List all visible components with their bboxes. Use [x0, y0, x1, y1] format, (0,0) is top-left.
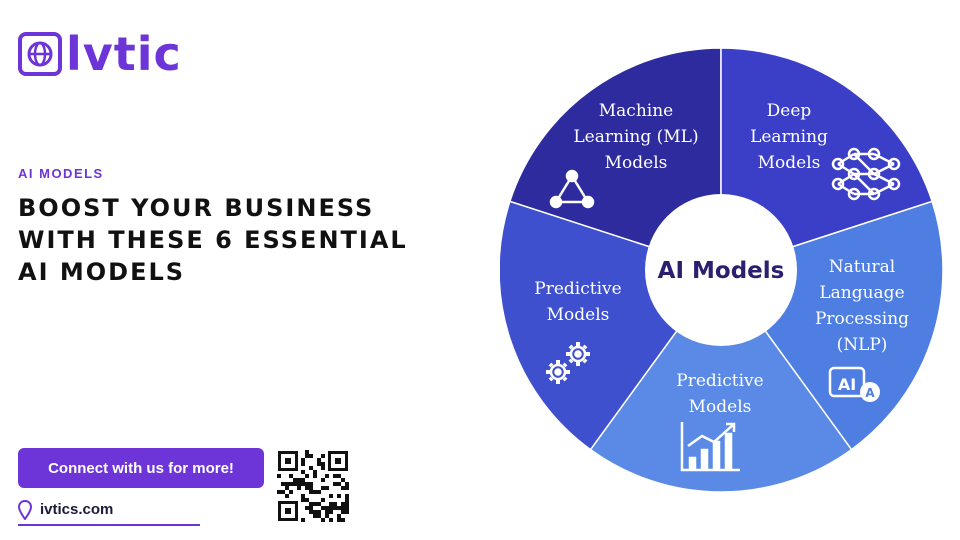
segment-label-line: Natural [829, 257, 896, 277]
logo-text: lvtic [66, 27, 182, 81]
neural-network-icon [831, 147, 901, 201]
qr-code[interactable] [277, 450, 349, 522]
segment-label-line: Processing [815, 309, 909, 329]
segment-label-line: Models [605, 153, 668, 173]
title-line: BOOST YOUR BUSINESS [18, 194, 375, 222]
website-link[interactable]: ivtics.com [40, 501, 114, 518]
segment-label-line: Models [689, 397, 752, 417]
gears-icon [546, 342, 590, 384]
website-link-row: ivtics.com [18, 498, 200, 526]
connect-button[interactable]: Connect with us for more! [18, 448, 264, 488]
center-label: AI Models [658, 258, 785, 284]
svg-text:A: A [865, 386, 875, 400]
segment-label-line: Learning (ML) [573, 127, 698, 147]
eyebrow-label: AI MODELS [18, 166, 104, 181]
page-title: BOOST YOUR BUSINESS WITH THESE 6 ESSENTI… [18, 192, 478, 288]
brand-logo[interactable]: lvtic [18, 31, 182, 77]
segment-label-line: Predictive [534, 279, 621, 299]
segment-label-line: Predictive [676, 371, 763, 391]
title-line: AI MODELS [18, 258, 186, 286]
center-circle [645, 194, 797, 346]
globe-icon [18, 32, 62, 76]
segment-label-line: Learning [750, 127, 828, 147]
segment-label-line: Language [819, 283, 904, 303]
segment-label-line: Models [547, 305, 610, 325]
segment-label-line: Machine [599, 101, 673, 121]
ai-text-icon: AI A [828, 366, 880, 402]
title-line: WITH THESE 6 ESSENTIAL [18, 226, 408, 254]
growth-chart-icon [680, 422, 740, 472]
segment-label-line: Deep [767, 101, 812, 121]
segment-label-line: Models [758, 153, 821, 173]
segment-label-line: (NLP) [837, 335, 888, 355]
location-pin-icon [18, 500, 32, 520]
network-triangle-icon [549, 169, 595, 209]
svg-text:AI: AI [838, 375, 856, 394]
